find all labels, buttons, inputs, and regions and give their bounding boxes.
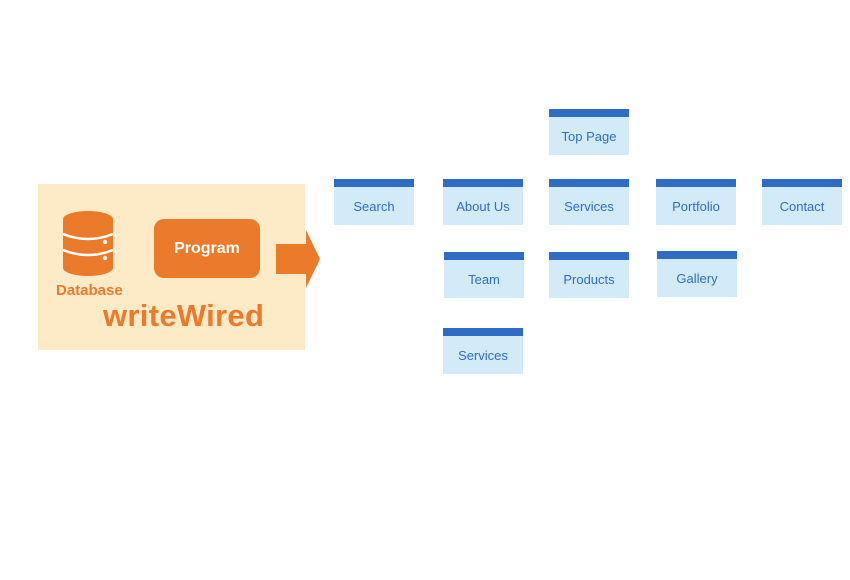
page-node-services: Services [549, 179, 629, 225]
page-node-label: Services [564, 198, 614, 214]
page-node-label: About Us [456, 198, 510, 214]
page-node-label: Portfolio [672, 198, 720, 214]
page-node-about-us: About Us [443, 179, 523, 225]
program-box: Program [154, 219, 260, 278]
brand-name: writeWired [103, 298, 265, 333]
page-node-products: Products [549, 252, 629, 298]
page-node-top-page: Top Page [549, 109, 629, 155]
page-node-label: Top Page [561, 128, 617, 144]
page-node-label: Products [563, 271, 615, 287]
page-node-label: Services [458, 347, 508, 363]
database-icon [62, 211, 114, 276]
page-node-label: Gallery [676, 270, 718, 286]
page-node-contact: Contact [762, 179, 842, 225]
page-node-portfolio: Portfolio [656, 179, 736, 225]
page-node-label: Search [353, 198, 395, 214]
page-node-services-sub: Services [443, 328, 523, 374]
page-node-label: Contact [779, 198, 825, 214]
page-node-label: Team [468, 271, 500, 287]
arrow-right-icon [276, 230, 320, 288]
program-label: Program [174, 239, 240, 257]
page-node-search: Search [334, 179, 414, 225]
page-node-gallery: Gallery [657, 251, 737, 297]
database-label: Database [56, 282, 123, 299]
page-node-team: Team [444, 252, 524, 298]
